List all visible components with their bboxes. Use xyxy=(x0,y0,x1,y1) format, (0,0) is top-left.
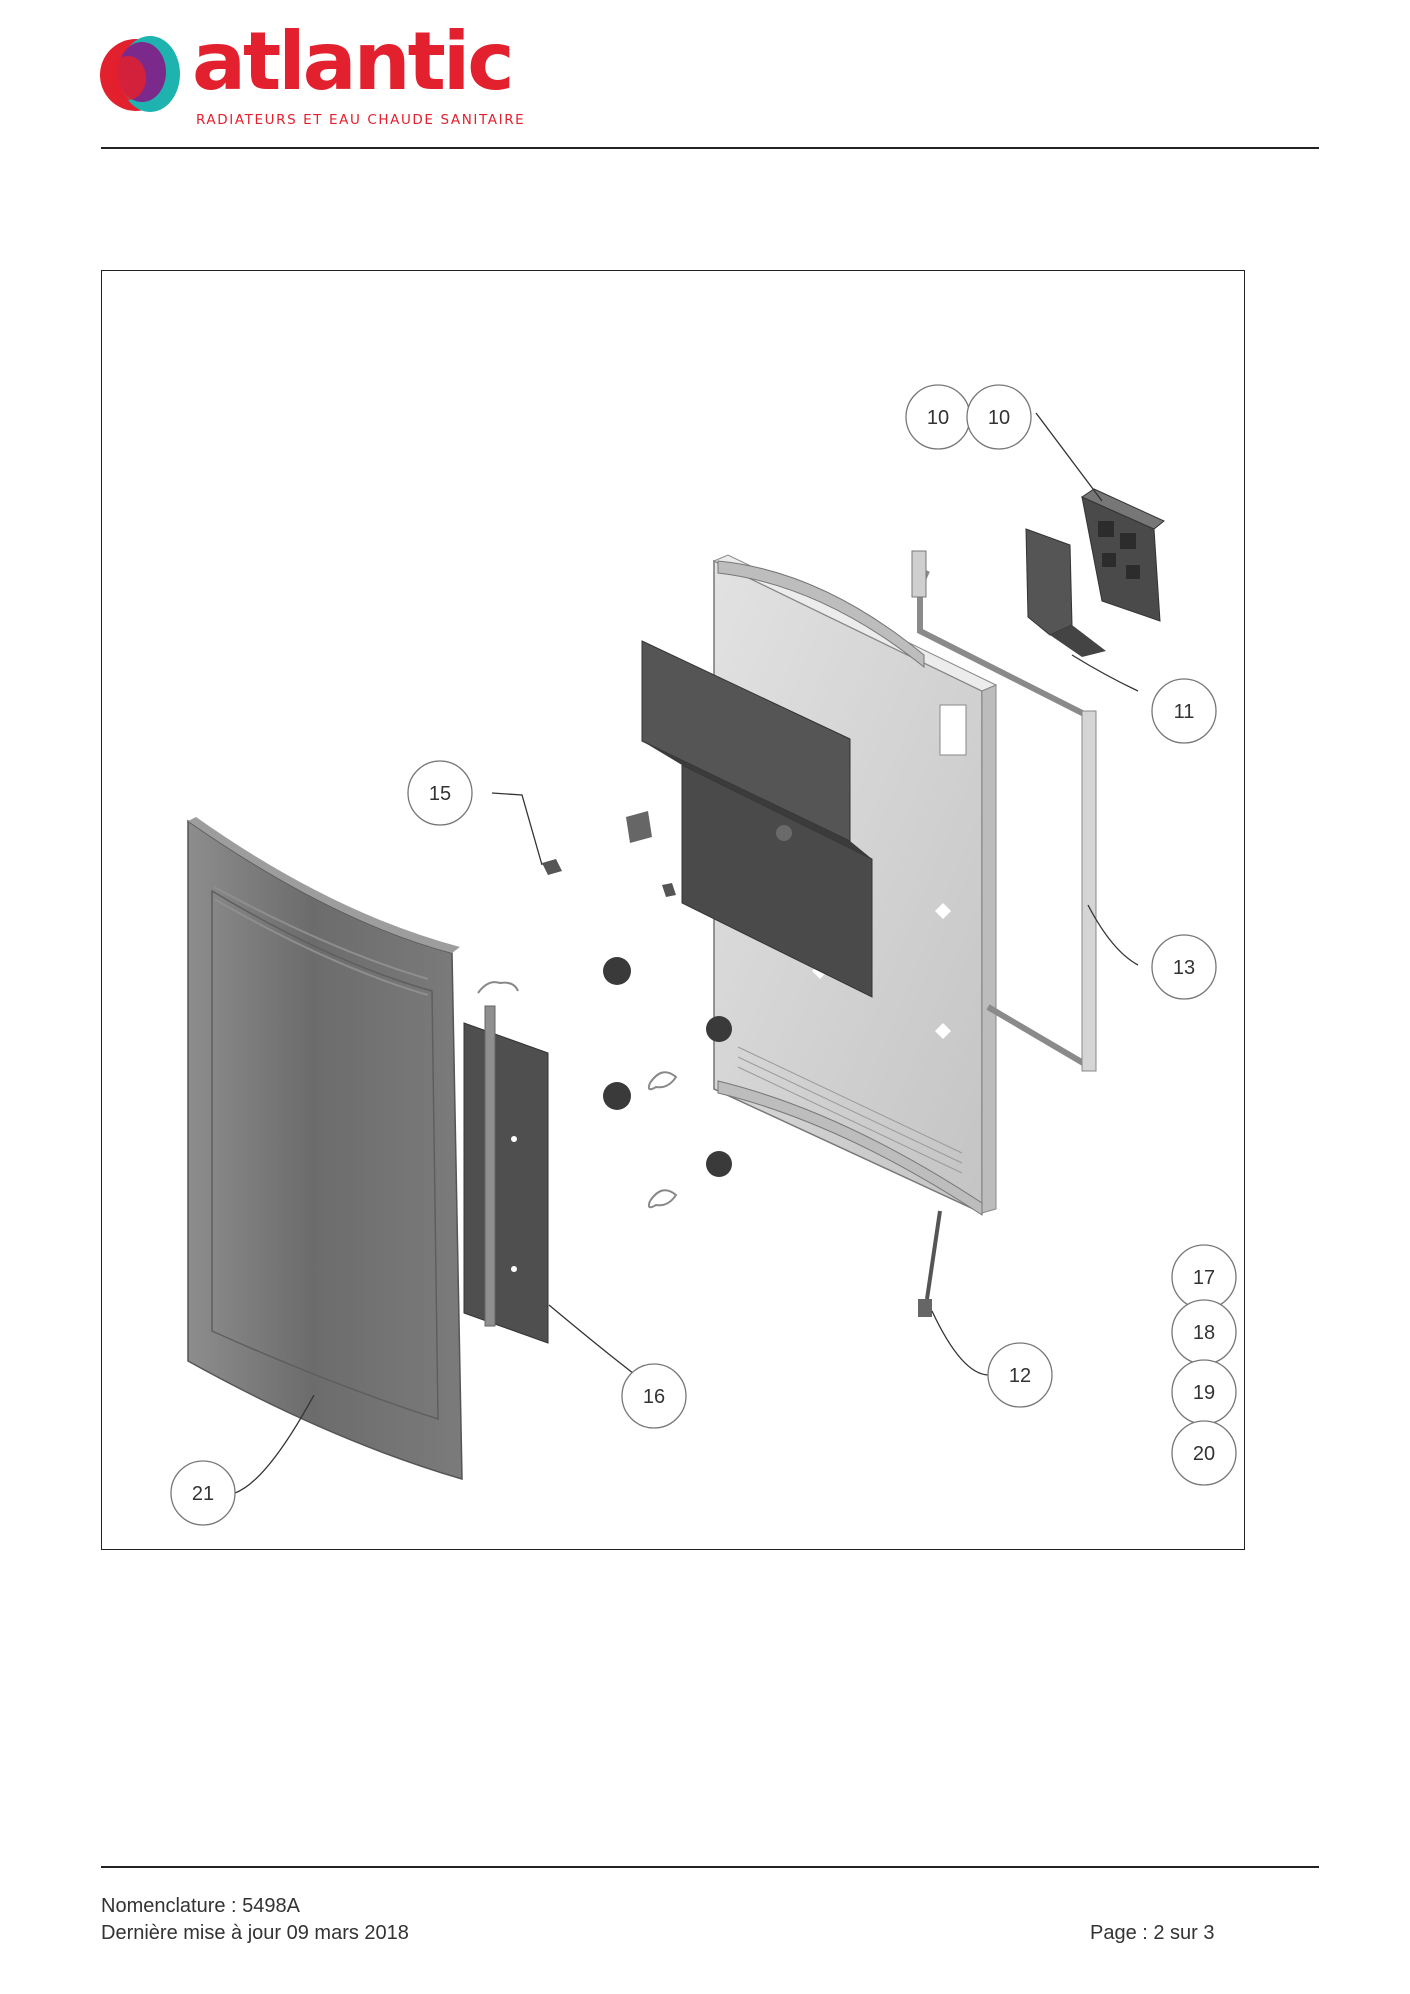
callout-15: 15 xyxy=(407,760,473,826)
callout-17: 17 xyxy=(1171,1244,1237,1310)
front-panel xyxy=(187,817,463,1481)
callout-10a-label: 10 xyxy=(927,407,949,429)
control-box xyxy=(1025,488,1165,657)
callout-13-label: 13 xyxy=(1173,957,1195,979)
callout-13: 13 xyxy=(1151,934,1217,1000)
exploded-view-diagram: 10 10 11 13 15 16 12 21 xyxy=(101,270,1245,1550)
callout-19: 19 xyxy=(1171,1359,1237,1425)
callout-11: 11 xyxy=(1151,678,1217,744)
callout-18: 18 xyxy=(1171,1299,1237,1365)
footer-page-number: Page : 2 sur 3 xyxy=(1090,1922,1215,1944)
diagram-canvas: 10 10 11 13 15 16 12 21 xyxy=(170,384,1237,1526)
footer-nomenclature: Nomenclature : 5498A xyxy=(101,1895,301,1917)
callout-17-label: 17 xyxy=(1193,1267,1215,1289)
footer-info: Nomenclature : 5498A Dernière mise à jou… xyxy=(101,1893,409,1947)
brand-name: atlantic xyxy=(192,15,515,108)
callout-19-label: 19 xyxy=(1193,1382,1215,1404)
brand-tagline: RADIATEURS ET EAU CHAUDE SANITAIRE xyxy=(196,112,526,128)
heating-panel xyxy=(463,1005,549,1344)
footer-rule xyxy=(101,1866,1319,1868)
callout-20: 20 xyxy=(1171,1420,1237,1486)
callout-12-label: 12 xyxy=(1009,1365,1031,1387)
atlantic-logo: atlantic RADIATEURS ET EAU CHAUDE SANITA… xyxy=(100,22,524,130)
callout-10a: 10 xyxy=(905,384,971,450)
callout-11-label: 11 xyxy=(1174,701,1195,723)
reflector-plate xyxy=(641,640,873,998)
callout-21: 21 xyxy=(170,1460,236,1526)
callout-16-label: 16 xyxy=(643,1386,665,1408)
callout-15-label: 15 xyxy=(429,783,451,805)
atlantic-logo-mark-icon xyxy=(100,36,180,112)
callout-12: 12 xyxy=(987,1342,1053,1408)
callout-18-label: 18 xyxy=(1193,1322,1215,1344)
callout-10b: 10 xyxy=(966,384,1032,450)
header-rule xyxy=(101,147,1319,149)
leader-lines xyxy=(234,412,1139,1494)
callout-20-label: 20 xyxy=(1193,1443,1215,1465)
callout-21-label: 21 xyxy=(192,1483,214,1505)
small-parts xyxy=(477,811,942,1317)
callout-16: 16 xyxy=(621,1363,687,1429)
footer-updated: Dernière mise à jour 09 mars 2018 xyxy=(101,1922,409,1944)
callout-10b-label: 10 xyxy=(988,407,1010,429)
wall-bracket-frame xyxy=(911,550,1097,1072)
